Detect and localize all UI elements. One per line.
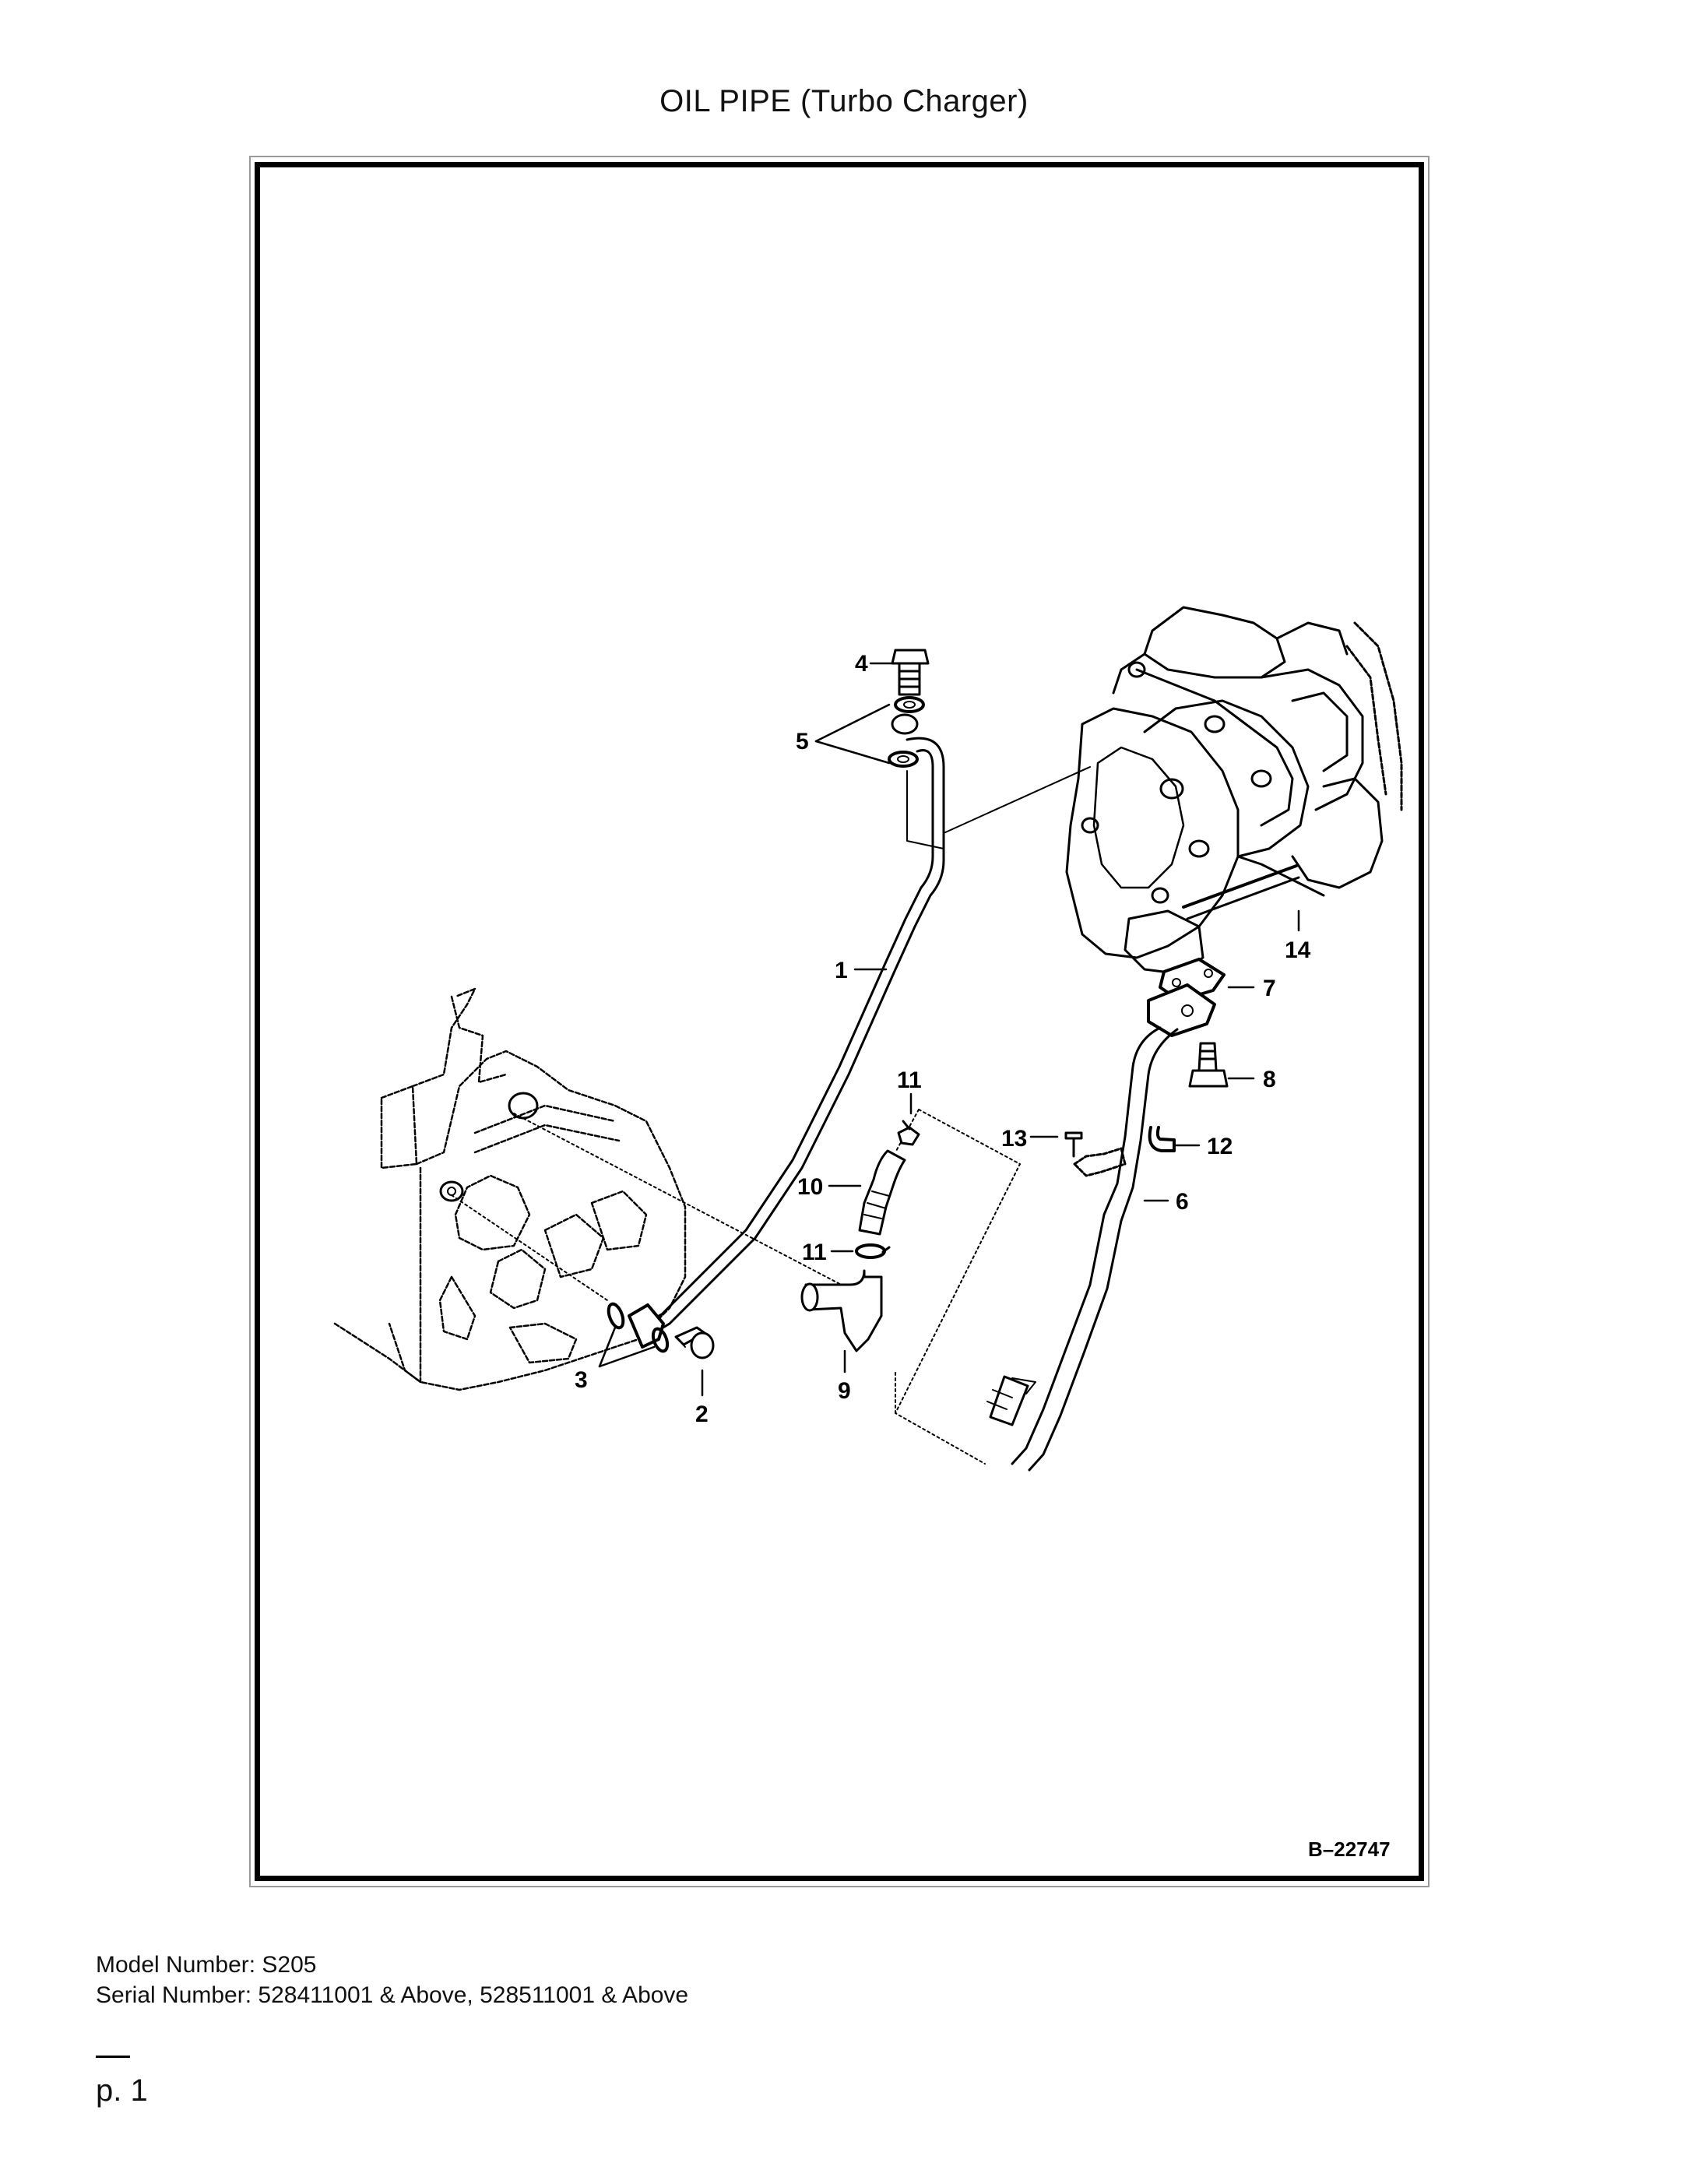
drawing-code: B–22747 — [1308, 1838, 1391, 1861]
callout-9: 9 — [838, 1378, 851, 1404]
callout-leaders — [598, 662, 1300, 1397]
model-number: Model Number: S205 — [96, 1952, 317, 1978]
callout-8: 8 — [1263, 1067, 1276, 1092]
page-title: OIL PIPE (Turbo Charger) — [659, 84, 1029, 118]
callout-14: 14 — [1285, 937, 1311, 963]
flange-bolt — [1188, 1042, 1229, 1088]
callout-1: 1 — [835, 958, 848, 983]
callout-13: 13 — [1001, 1126, 1027, 1152]
callout-10: 10 — [797, 1174, 823, 1200]
callout-12: 12 — [1207, 1134, 1233, 1159]
diagram-frame-outer — [249, 156, 1430, 1887]
oil-feed-pipe — [643, 737, 945, 1337]
drain-elbow — [800, 1269, 883, 1352]
callout-3: 3 — [575, 1367, 588, 1393]
page-number-rule — [96, 2056, 130, 2058]
banjo-bolt-top — [891, 649, 930, 696]
callout-7: 7 — [1263, 976, 1276, 1001]
callout-4: 4 — [855, 651, 868, 677]
engine-block — [333, 987, 687, 1391]
page-number: p. 1 — [96, 2073, 148, 2108]
diagram-frame — [255, 162, 1424, 1881]
flange-gasket — [1147, 958, 1226, 1037]
serial-number: Serial Number: 528411001 & Above, 528511… — [96, 1982, 689, 2008]
clamp-bolt — [1064, 1131, 1083, 1158]
callout-2: 2 — [695, 1401, 709, 1427]
callout-5: 5 — [796, 729, 809, 754]
callout-11-lower: 11 — [802, 1240, 827, 1265]
oil-return-hose — [858, 1149, 906, 1236]
turbocharger — [1065, 606, 1403, 975]
oil-return-pipe — [1011, 1026, 1179, 1472]
callout-11-upper: 11 — [897, 1067, 922, 1093]
banjo-bolt-bottom — [674, 1326, 715, 1359]
callout-6: 6 — [1176, 1189, 1189, 1215]
